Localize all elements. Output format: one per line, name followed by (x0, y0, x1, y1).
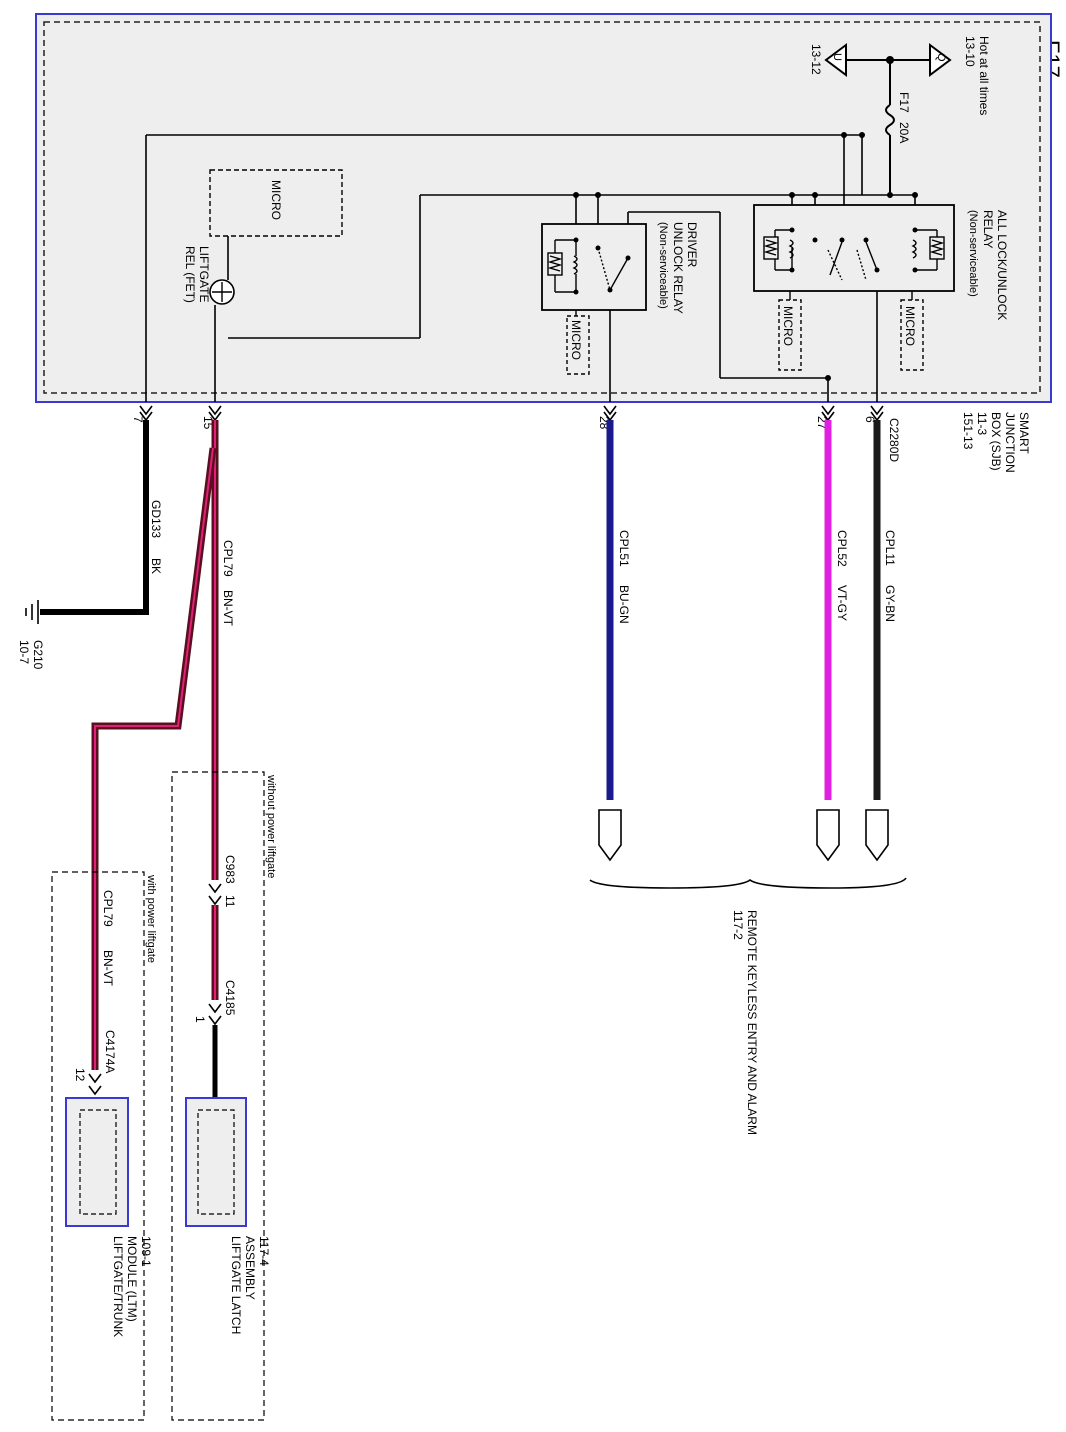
wire-cpl79-color: BN-VT (221, 590, 235, 627)
rke-brace (589, 877, 907, 889)
wire-cpl79-id: CPL79 (221, 540, 235, 577)
liftgate-fet-label-2: REL (FET) (183, 246, 197, 303)
latch-label-2: ASSEMBLY (243, 1236, 257, 1300)
sjb-label-5: 151-13 (961, 412, 975, 450)
wire-cpl51-color: BU-GN (617, 585, 631, 624)
latch-assembly-inner (197, 1109, 235, 1215)
wire-gd133-color: BK (149, 558, 163, 574)
pin-markers (139, 405, 884, 422)
micro-box-3 (566, 315, 590, 375)
c4174a-label: C4174A (103, 1030, 117, 1073)
micro-box-liftgate (209, 169, 343, 237)
micro-label-4: MICRO (269, 180, 283, 220)
latch-ref: 117-4 (257, 1236, 271, 1266)
sjb-label-2: JUNCTION (1003, 412, 1017, 473)
sjb-label-4: 11-3 (975, 412, 989, 435)
rke-label: REMOTE KEYLESS ENTRY AND ALARM (745, 910, 759, 1135)
ground-ref: 10-7 (17, 640, 31, 664)
sjb-label-1: SMART (1017, 412, 1031, 454)
driver-relay-label: DRIVER (685, 222, 699, 268)
micro-label-2: MICRO (903, 306, 917, 346)
pin-7: 7 (131, 416, 145, 423)
ltm-ref: 109-1 (139, 1236, 153, 1267)
ltm-inner (79, 1109, 117, 1215)
c4185-label: C4185 (223, 980, 237, 1016)
c4174a-pin: 12 (73, 1068, 87, 1082)
wire-gd133-id: GD133 (149, 500, 163, 538)
latch-label: LIFTGATE LATCH (229, 1236, 243, 1334)
wire-cpl79-ltm (91, 447, 217, 1070)
sjb-inner-dashed (43, 21, 1041, 394)
hot-label: Hot at all times (977, 36, 991, 115)
pin-6: 6 (863, 416, 877, 423)
all-lock-relay-label-2: RELAY (981, 210, 995, 248)
liftgate-fet-label: LIFTGATE (197, 246, 211, 302)
u-ref: 13-12 (809, 44, 823, 75)
wire-cpl52-color: VT-GY (835, 585, 849, 621)
ltm-box (65, 1097, 129, 1227)
fuse-rating: 20A (897, 122, 911, 143)
wire-cpl11-color: GY-BN (883, 585, 897, 622)
all-lock-relay-dots (789, 227, 918, 273)
sjb-label-3: BOX (SJB) (989, 412, 1003, 471)
wire-cpl11-id: CPL11 (883, 530, 897, 566)
fuse-name: F17 (897, 92, 911, 113)
wire-cpl52-id: CPL52 (835, 530, 849, 567)
driver-relay-internals (547, 239, 629, 316)
hot-ref: 13-10 (963, 36, 977, 67)
all-lock-relay-box (753, 204, 955, 292)
micro-box-1 (778, 299, 802, 371)
all-lock-relay-label: ALL LOCK/UNLOCK (995, 210, 1009, 320)
driver-relay-label-3: (Non-serviceable) (657, 222, 669, 309)
c4185-pin: 1 (193, 1016, 207, 1023)
hot-symbol: Q (935, 53, 947, 62)
junction-dots (573, 132, 918, 381)
power-feed (824, 43, 952, 195)
driver-relay-label-2: UNLOCK RELAY (671, 222, 685, 314)
region-with-power (51, 871, 145, 1421)
driver-relay-box (541, 223, 647, 311)
micro-label-1: MICRO (781, 306, 795, 346)
wire-cpl51-id: CPL51 (617, 530, 631, 567)
rke-connectors (598, 809, 889, 862)
region-without-power (171, 771, 265, 1421)
ground-symbol (25, 600, 39, 624)
ltm-label-2: MODULE (LTM) (125, 1236, 139, 1322)
micro-box-2 (900, 299, 924, 371)
all-lock-relay-label-3: (Non-serviceable) (967, 210, 979, 297)
ltm-label: LIFTGATE/TRUNK (111, 1236, 125, 1337)
wire-cpl79-ltm-id: CPL79 (101, 890, 115, 927)
inline-connector-markers (88, 883, 222, 1096)
wire-cpl79-ltm-color: BN-VT (101, 950, 115, 987)
u-symbol: U (831, 53, 843, 61)
driver-relay-dots (573, 237, 631, 295)
sjb-connector: C2280D (887, 418, 901, 462)
c983-label: C983 (223, 855, 237, 884)
ground-name: G210 (31, 640, 45, 670)
without-power-label: without power liftgate (265, 774, 277, 878)
c983-pin: 11 (223, 895, 237, 908)
wire-gd133 (40, 420, 149, 615)
all-lock-relay-internals (763, 229, 945, 300)
latch-assembly-box (185, 1097, 247, 1227)
with-power-label: with power liftgate (145, 874, 157, 963)
micro-label-3: MICRO (569, 320, 583, 360)
rke-ref: 117-2 (731, 910, 745, 940)
